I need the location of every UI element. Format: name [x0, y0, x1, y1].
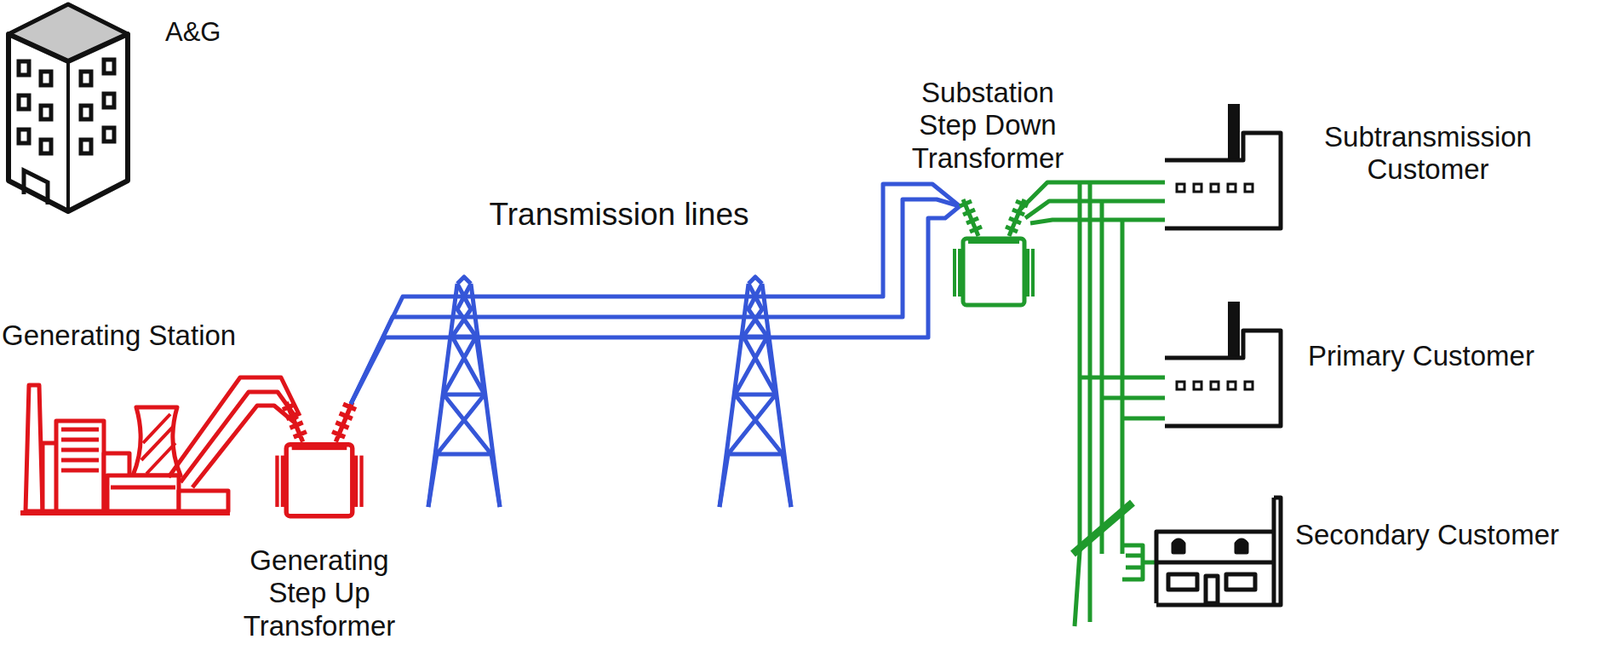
label-text: Substation Step Down Transformer [897, 76, 1079, 175]
secondary-house [1156, 497, 1281, 605]
label-text: Generating Step Up Transformer [229, 544, 410, 643]
generator-leads [168, 377, 300, 488]
step-down-transformer [952, 199, 1035, 305]
transmission-tower [428, 276, 500, 507]
generating-station [20, 384, 230, 513]
label-text: Generating Station [1, 319, 236, 352]
distribution-lines [1018, 182, 1165, 626]
label-text: Transmission lines [440, 196, 798, 234]
office-building-icon [8, 4, 128, 212]
transmission-tower [719, 276, 792, 507]
label-text: A&G [165, 17, 221, 48]
subtransmission-factory [1164, 103, 1281, 229]
primary-factory [1164, 301, 1281, 426]
step-up-transformer [275, 401, 363, 517]
label-text: Subtransmission Customer [1300, 120, 1556, 187]
transmission-conductors [350, 183, 960, 404]
label-text: Primary Customer [1307, 339, 1535, 373]
label-text: Secondary Customer [1295, 518, 1560, 551]
